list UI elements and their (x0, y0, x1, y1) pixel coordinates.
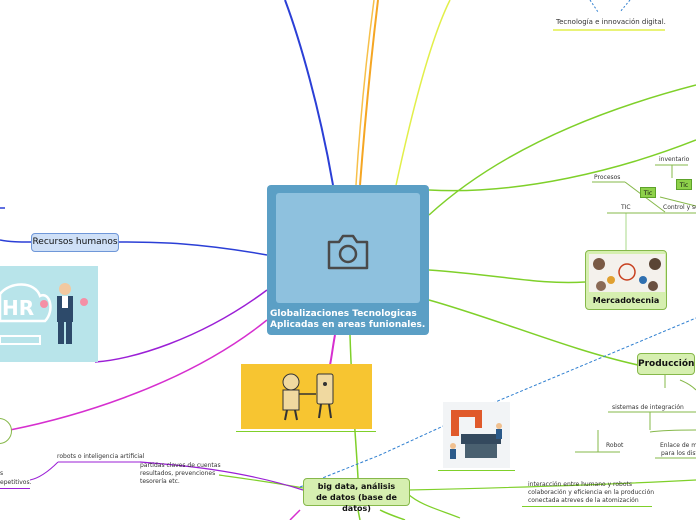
ai-robots-image (241, 364, 372, 429)
hr-image: HR (0, 266, 98, 362)
big-data-label-1: big data, análisis (317, 482, 396, 491)
robot-label: Robot (606, 442, 624, 449)
robots-underline (236, 431, 376, 432)
produccion-node[interactable]: Producción (637, 353, 695, 375)
mercadotecnia-node[interactable]: Mercadotecnia (585, 250, 667, 310)
left-snippet-underline (0, 488, 30, 489)
procesos-label: Procesos (594, 174, 621, 181)
tic-badge-1[interactable]: Tic (640, 187, 656, 198)
recursos-humanos-node[interactable]: Recursos humanos (31, 233, 119, 252)
interaccion-line-3: conectada atreves de la atomización (528, 497, 639, 504)
tic-label: TIC (621, 204, 631, 211)
robots-illustration (282, 373, 334, 421)
enlace-label-2: para los dist (661, 450, 696, 457)
integracion-label: sistemas de integración (612, 404, 684, 411)
factory-illustration (450, 410, 502, 459)
central-title: Globalizaciones Tecnologicas Aplicadas e… (270, 309, 426, 330)
big-data-node[interactable]: big data, análisis de datos (base de dat… (303, 478, 410, 513)
partidas-line-2: resultados, prevenciones (140, 470, 216, 477)
interaccion-line-1: interacción entre humano y robots (528, 481, 633, 488)
tic-badge-2[interactable]: Tic (676, 179, 692, 190)
tech-innovation-label: Tecnología e innovación digital. (556, 18, 666, 26)
interaccion-underline (522, 506, 652, 507)
big-data-label-2: de datos (base de datos) (316, 493, 397, 513)
mercadotecnia-label: Mercadotecnia (592, 296, 660, 305)
central-image-placeholder (276, 193, 420, 303)
robots-ia-label: robots o inteligencia artificial (57, 453, 145, 460)
interaccion-line-2: colaboración y eficiencia en la producci… (528, 489, 655, 496)
factory-image (443, 402, 510, 468)
central-topic[interactable]: Globalizaciones Tecnologicas Aplicadas e… (267, 185, 429, 335)
left-snippet-2: epetitivos. (0, 479, 32, 486)
left-snippet-1: s (0, 470, 4, 477)
factory-underline (438, 470, 515, 471)
inventario-label: inventario (659, 156, 690, 163)
hr-illustration (0, 283, 88, 345)
hr-text: HR (2, 296, 35, 320)
control-label: Control y se (663, 204, 696, 211)
camera-icon (327, 234, 369, 270)
enlace-label: Enlace de ma (660, 442, 696, 449)
partidas-line-3: tesorería etc. (140, 478, 180, 485)
marketing-icons-image (589, 254, 665, 292)
partidas-line-1: partidas claves de cuentas (140, 462, 221, 469)
